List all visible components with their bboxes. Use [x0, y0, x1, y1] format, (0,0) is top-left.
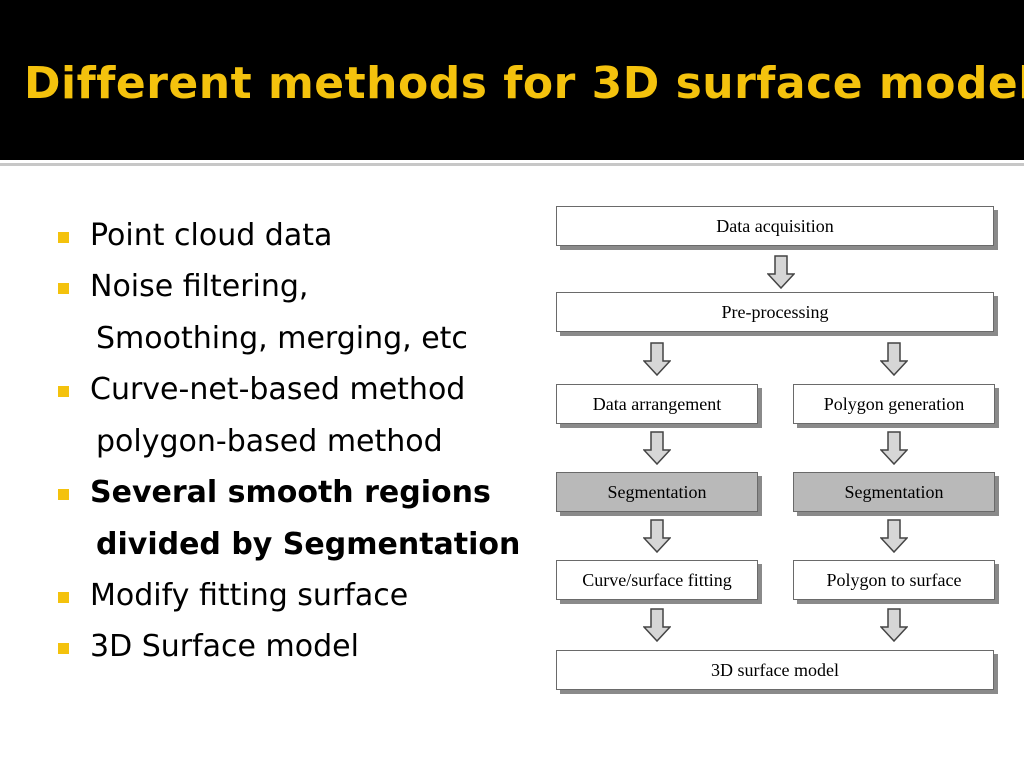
bullet-point-cloud: Point cloud data	[90, 218, 333, 253]
slide-title: Different methods for 3D surface model	[24, 58, 1024, 109]
down-arrow-icon	[643, 431, 671, 465]
bullet-marker-icon	[58, 283, 69, 294]
bullet-marker-icon	[58, 386, 69, 397]
bullet-marker-icon	[58, 592, 69, 603]
down-arrow-icon	[880, 519, 908, 553]
bullet-smooth-regions-continuation: divided by Segmentation	[96, 527, 521, 562]
flow-box-3d-surface-model: 3D surface model	[556, 650, 994, 690]
bullet-3d-surface-model: 3D Surface model	[90, 629, 359, 664]
down-arrow-icon	[643, 519, 671, 553]
down-arrow-icon	[880, 342, 908, 376]
bullet-marker-icon	[58, 232, 69, 243]
down-arrow-icon	[643, 608, 671, 642]
title-divider	[0, 163, 1024, 166]
flow-box-data-arrangement: Data arrangement	[556, 384, 758, 424]
flow-box-pre-processing: Pre-processing	[556, 292, 994, 332]
down-arrow-icon	[643, 342, 671, 376]
flow-box-polygon-to-surface: Polygon to surface	[793, 560, 995, 600]
bullet-marker-icon	[58, 643, 69, 654]
flow-box-data-acquisition: Data acquisition	[556, 206, 994, 246]
bullet-curve-net-continuation: polygon-based method	[96, 424, 443, 459]
bullet-modify-fitting: Modify fitting surface	[90, 578, 409, 613]
bullet-marker-icon	[58, 489, 69, 500]
flow-box-segmentation-left: Segmentation	[556, 472, 758, 512]
down-arrow-icon	[880, 608, 908, 642]
flow-box-segmentation-right: Segmentation	[793, 472, 995, 512]
flow-box-polygon-generation: Polygon generation	[793, 384, 995, 424]
bullet-smooth-regions: Several smooth regions	[90, 475, 491, 510]
bullet-curve-net-method: Curve-net-based method	[90, 372, 466, 407]
bullet-noise-filtering-continuation: Smoothing, merging, etc	[96, 321, 468, 356]
flow-box-curve-surface-fitting: Curve/surface fitting	[556, 560, 758, 600]
down-arrow-icon	[880, 431, 908, 465]
down-arrow-icon	[767, 255, 795, 289]
title-bar: Different methods for 3D surface model	[0, 0, 1024, 160]
bullet-noise-filtering: Noise filtering,	[90, 269, 309, 304]
